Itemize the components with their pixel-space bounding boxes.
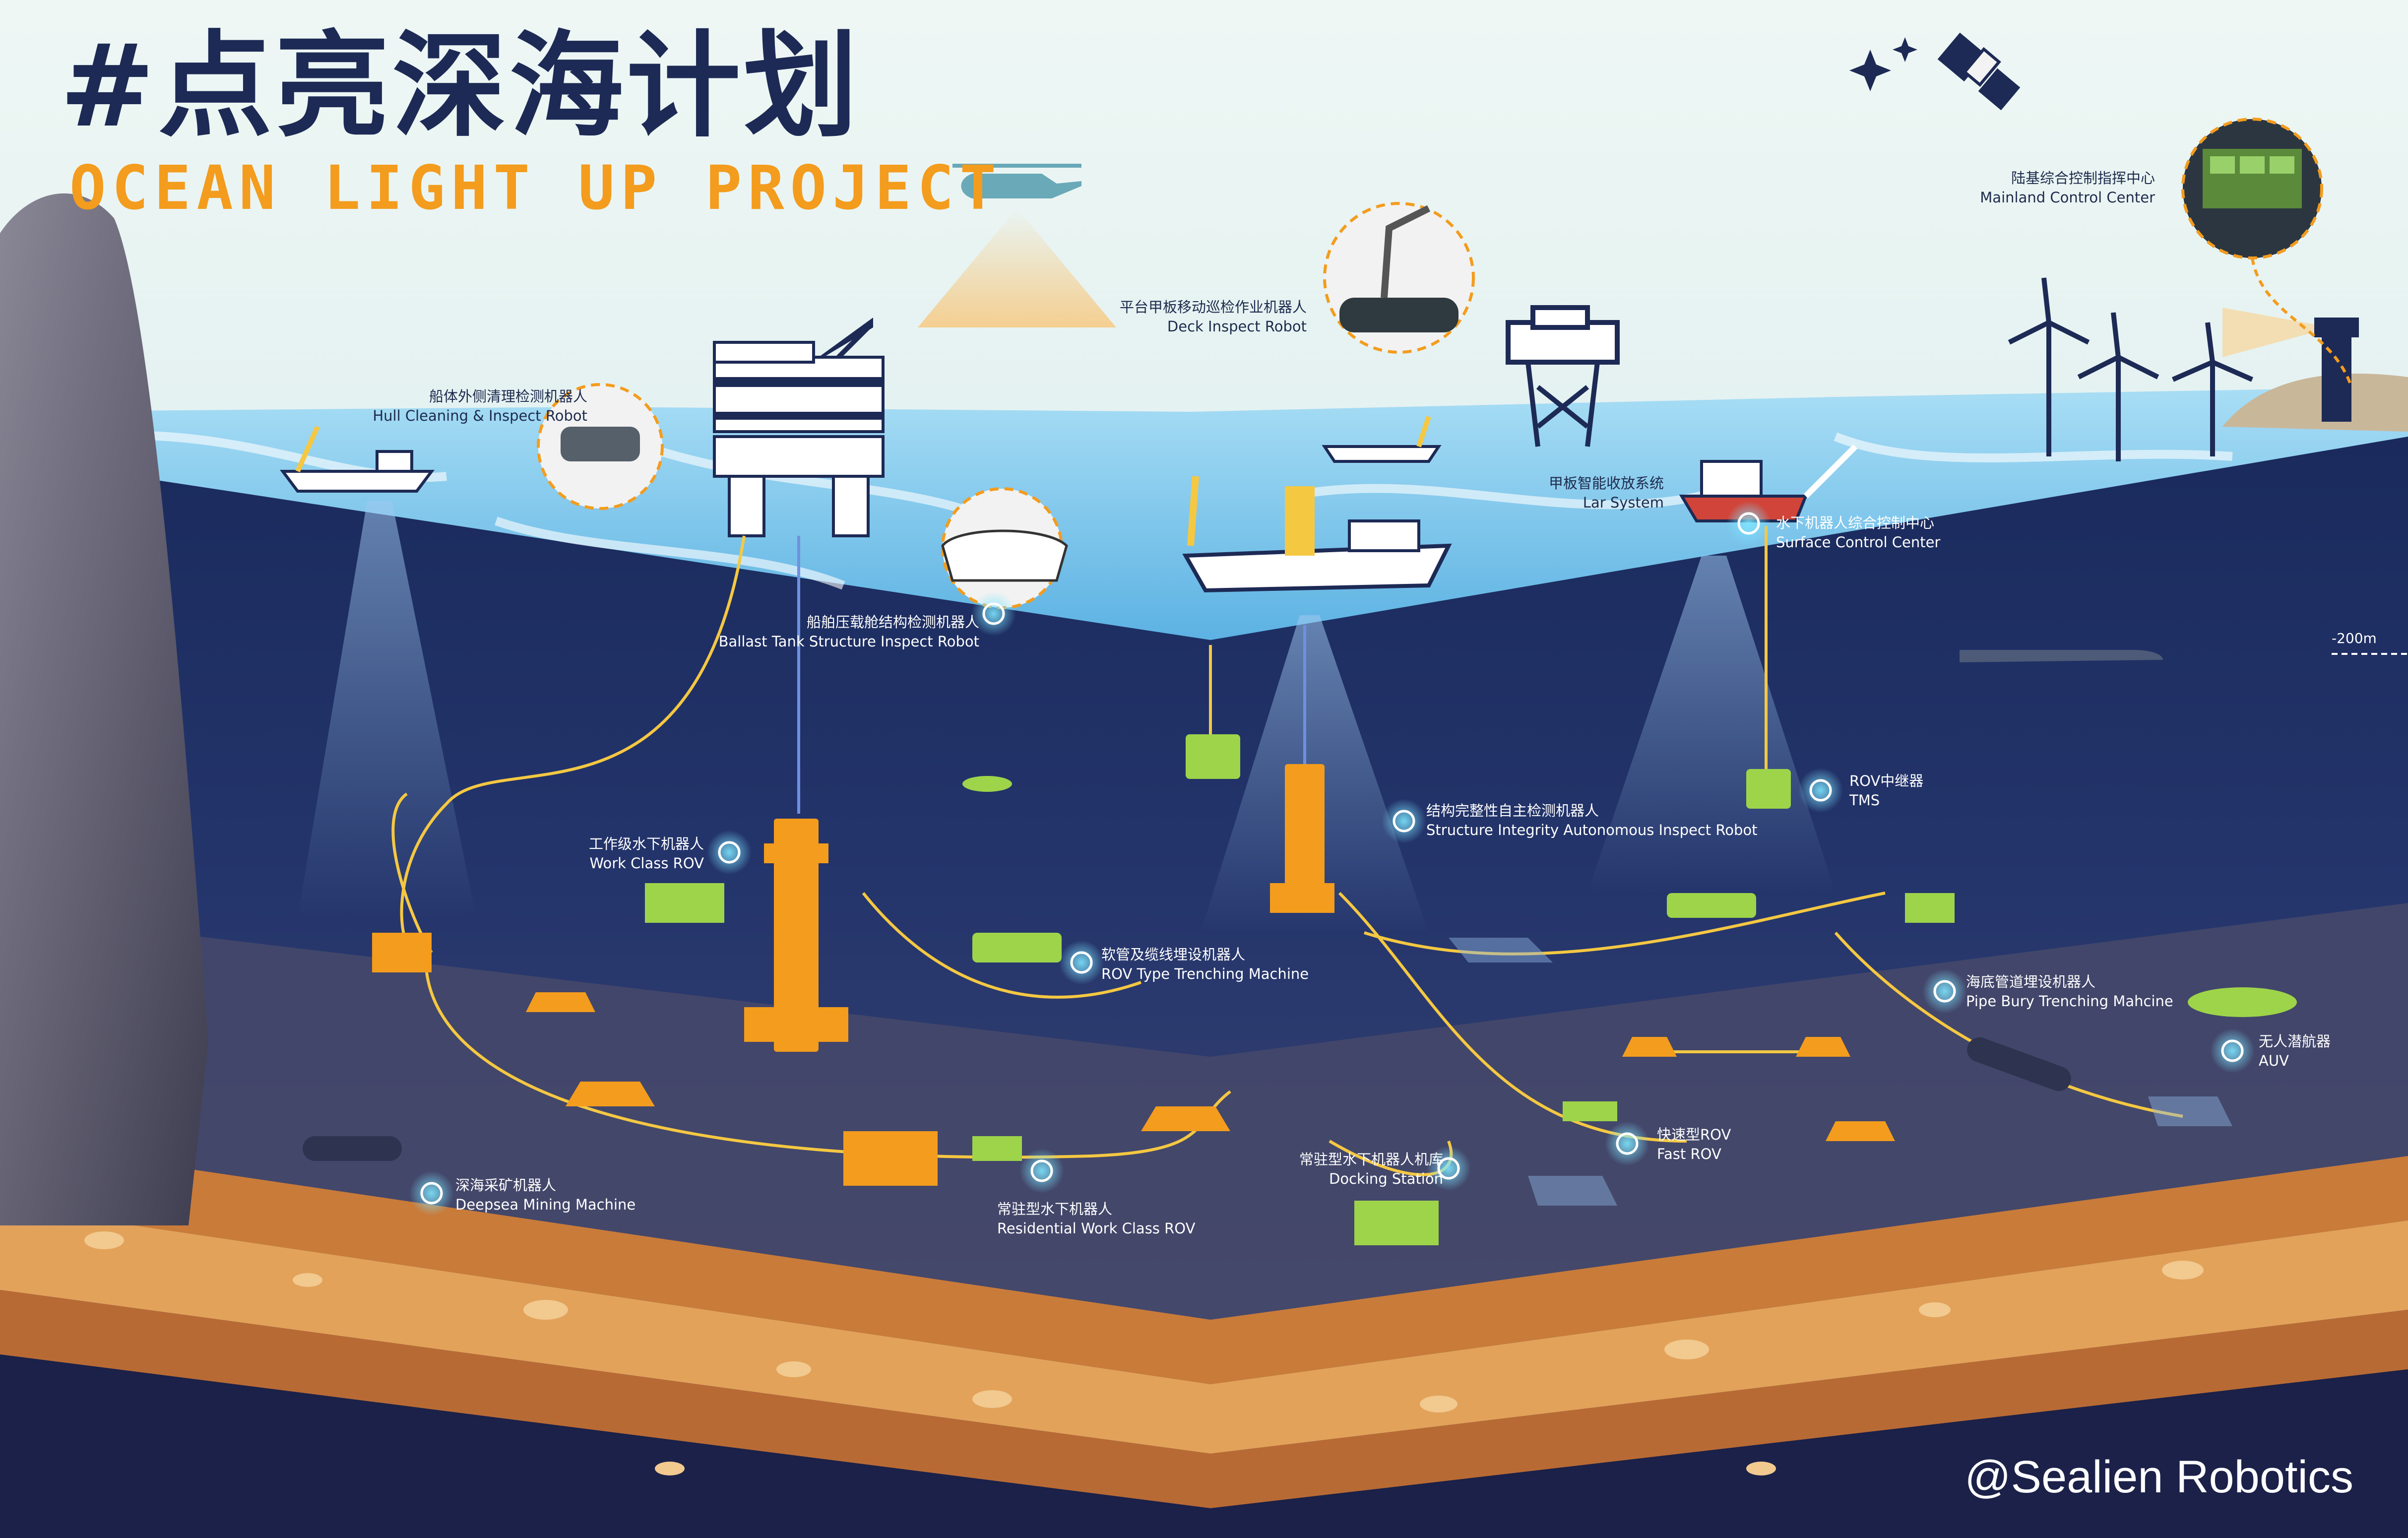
marker-surface xyxy=(1726,501,1771,546)
label-cn: 船体外侧清理检测机器人 xyxy=(429,388,587,405)
label-en: Docking Station xyxy=(1329,1170,1443,1188)
marker-structure xyxy=(1382,799,1426,843)
label-en: Ballast Tank Structure Inspect Robot xyxy=(718,633,979,650)
ship-small-center xyxy=(1322,416,1442,463)
label-en: Surface Control Center xyxy=(1776,534,1941,551)
label-tms: ROV中继器 TMS xyxy=(1849,771,1923,810)
sediment-layer-3 xyxy=(0,1290,2408,1508)
page-title-en: OCEAN LIGHT UP PROJECT xyxy=(69,153,1002,223)
mainland-control-photo xyxy=(2181,118,2323,259)
ship-left xyxy=(280,425,435,493)
subsea-trees xyxy=(372,764,1334,1186)
marker-pipe xyxy=(1922,969,1967,1014)
label-cn: 陆基综合控制指挥中心 xyxy=(2011,170,2155,187)
marker-ballast xyxy=(971,591,1016,636)
ballast-tank-photo xyxy=(941,487,1068,609)
label-cn: 软管及缆线埋设机器人 xyxy=(1101,946,1246,963)
label-cn: 水下机器人综合控制中心 xyxy=(1776,514,1935,531)
marker-residential xyxy=(1019,1149,1064,1193)
sediment-layer-2 xyxy=(0,1206,2408,1454)
label-cn: 结构完整性自主检测机器人 xyxy=(1426,802,1599,819)
label-work-class-rov: 工作级水下机器人 Work Class ROV xyxy=(589,834,704,873)
label-fast-rov: 快速型ROV Fast ROV xyxy=(1657,1125,1731,1164)
label-cn: 深海采矿机器人 xyxy=(455,1177,557,1194)
label-docking-station: 常驻型水下机器人机库 Docking Station xyxy=(1299,1150,1443,1189)
lighthouse-icon xyxy=(2222,308,2359,422)
page-title-cn: #点亮深海计划 xyxy=(60,20,861,153)
sonar-grids xyxy=(1449,938,2232,1206)
label-cn: 快速型ROV xyxy=(1657,1126,1731,1143)
marker-work-rov xyxy=(707,830,752,875)
jacket-platform xyxy=(1506,305,1620,447)
label-structure-integrity: 结构完整性自主检测机器人 Structure Integrity Autonom… xyxy=(1426,801,1758,840)
label-mining-machine: 深海采矿机器人 Deepsea Mining Machine xyxy=(455,1176,635,1215)
watermark: @Sealien Robotics xyxy=(1964,1452,2353,1502)
ship-surface-control xyxy=(1679,444,1858,522)
label-cn: 常驻型水下机器人机库 xyxy=(1299,1151,1443,1168)
label-en: Residential Work Class ROV xyxy=(997,1220,1196,1237)
marker-docking xyxy=(1426,1146,1471,1191)
label-en: Lar System xyxy=(1583,494,1664,512)
label-auv: 无人潜航器 AUV xyxy=(2259,1032,2331,1071)
label-mainland-control: 陆基综合控制指挥中心 Mainland Control Center xyxy=(1980,169,2155,207)
right-island xyxy=(2222,374,2408,432)
satellite-icon xyxy=(1849,32,2021,111)
label-cn: 船舶压载舱结构检测机器人 xyxy=(806,614,979,631)
marker-fast-rov xyxy=(1605,1121,1649,1166)
hull-cleaning-photo xyxy=(537,383,664,510)
label-en: Structure Integrity Autonomous Inspect R… xyxy=(1426,822,1758,839)
helicopter-icon xyxy=(918,164,1116,327)
label-en: TMS xyxy=(1849,792,1880,809)
label-cn: 常驻型水下机器人 xyxy=(997,1201,1113,1218)
label-en: Fast ROV xyxy=(1657,1146,1721,1163)
marker-tms xyxy=(1798,768,1843,813)
submarine-icon xyxy=(1960,650,2163,662)
label-lar-system: 甲板智能收放系统 Lar System xyxy=(1549,474,1664,513)
label-en: Hull Cleaning & Inspect Robot xyxy=(373,407,587,425)
label-en: Pipe Bury Trenching Mahcine xyxy=(1966,993,2173,1010)
ship-crane-vessel xyxy=(1182,476,1452,593)
label-en: Deepsea Mining Machine xyxy=(455,1196,636,1214)
label-cn: 甲板智能收放系统 xyxy=(1548,475,1664,492)
label-pipe-bury: 海底管道埋设机器人 Pipe Bury Trenching Mahcine xyxy=(1966,972,2173,1011)
label-surface-control: 水下机器人综合控制中心 Surface Control Center xyxy=(1776,513,1940,552)
manifold-tripods xyxy=(526,992,1895,1141)
marker-mining xyxy=(409,1171,454,1216)
label-cn: ROV中继器 xyxy=(1849,772,1924,789)
label-en: ROV Type Trenching Machine xyxy=(1101,965,1309,983)
wind-turbines xyxy=(2008,277,2254,461)
label-en: AUV xyxy=(2259,1052,2289,1070)
label-cn: 无人潜航器 xyxy=(2259,1033,2331,1050)
label-en: Mainland Control Center xyxy=(1980,189,2155,206)
label-residential-rov: 常驻型水下机器人 Residential Work Class ROV xyxy=(997,1200,1195,1238)
tracked-robots xyxy=(303,1037,2071,1161)
label-en: Work Class ROV xyxy=(589,855,704,872)
label-en: Deck Inspect Robot xyxy=(1167,318,1307,335)
label-markers xyxy=(409,501,2255,1216)
risers xyxy=(797,536,1306,814)
label-hull-cleaning: 船体外侧清理检测机器人 Hull Cleaning & Inspect Robo… xyxy=(373,387,587,426)
label-deck-inspect: 平台甲板移动巡检作业机器人 Deck Inspect Robot xyxy=(1120,298,1307,336)
green-equipment xyxy=(645,734,2297,1245)
bottom-dark xyxy=(0,1354,2408,1538)
oil-platform xyxy=(713,318,885,537)
label-trenching-machine: 软管及缆线埋设机器人 ROV Type Trenching Machine xyxy=(1101,945,1309,984)
marker-trench xyxy=(1059,940,1104,985)
marker-auv xyxy=(2210,1028,2255,1073)
deck-inspect-photo xyxy=(1323,202,1475,354)
label-cn: 平台甲板移动巡检作业机器人 xyxy=(1119,299,1307,316)
left-rock-cliff xyxy=(0,193,208,1225)
label-ballast-tank: 船舶压载舱结构检测机器人 Ballast Tank Structure Insp… xyxy=(719,613,979,651)
label-cn: 工作级水下机器人 xyxy=(588,835,704,852)
depth-marker: -200m xyxy=(2332,630,2377,646)
sediment-pebbles xyxy=(84,1231,2204,1475)
label-cn: 海底管道埋设机器人 xyxy=(1966,973,2096,990)
sediment-layer-1 xyxy=(0,1141,2408,1384)
